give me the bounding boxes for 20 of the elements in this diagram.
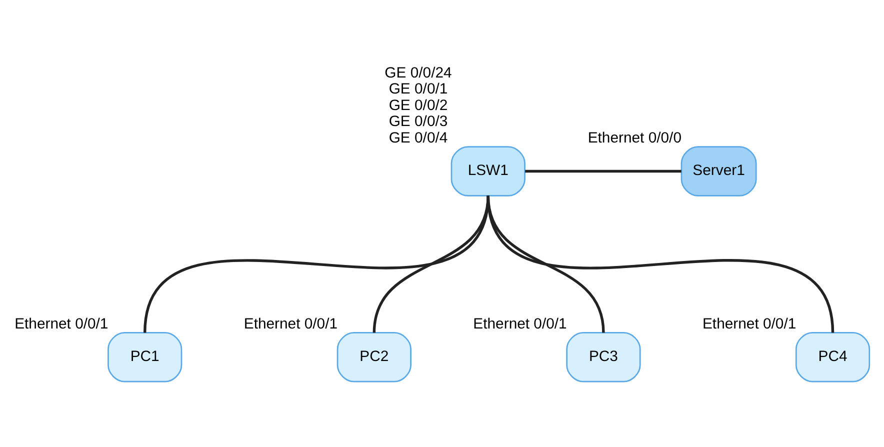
- node-box: Server1: [680, 146, 757, 196]
- connector: [144, 195, 490, 333]
- connector: [525, 170, 682, 173]
- connector: [486, 195, 834, 333]
- node-label: Ethernet 0/0/1: [14, 315, 108, 332]
- node-box: PC2: [336, 332, 412, 382]
- node-label: Ethernet 0/0/0: [588, 129, 682, 146]
- node-label: GE 0/0/1: [388, 80, 448, 98]
- node-box: PC1: [108, 332, 182, 382]
- node-box: PC4: [795, 332, 870, 382]
- node-label: GE 0/0/2: [388, 96, 448, 114]
- node-box: LSW1: [450, 146, 526, 196]
- node-label: GE 0/0/3: [388, 113, 448, 130]
- node-label: Ethernet 0/0/1: [244, 315, 338, 332]
- node-box: PC3: [566, 332, 641, 382]
- node-label: GE 0/0/24: [384, 64, 452, 82]
- node-label: Ethernet 0/0/1: [473, 315, 567, 332]
- node-label: GE 0/0/4: [388, 129, 448, 146]
- connector: [372, 196, 490, 333]
- node-label: Ethernet 0/0/1: [702, 315, 796, 332]
